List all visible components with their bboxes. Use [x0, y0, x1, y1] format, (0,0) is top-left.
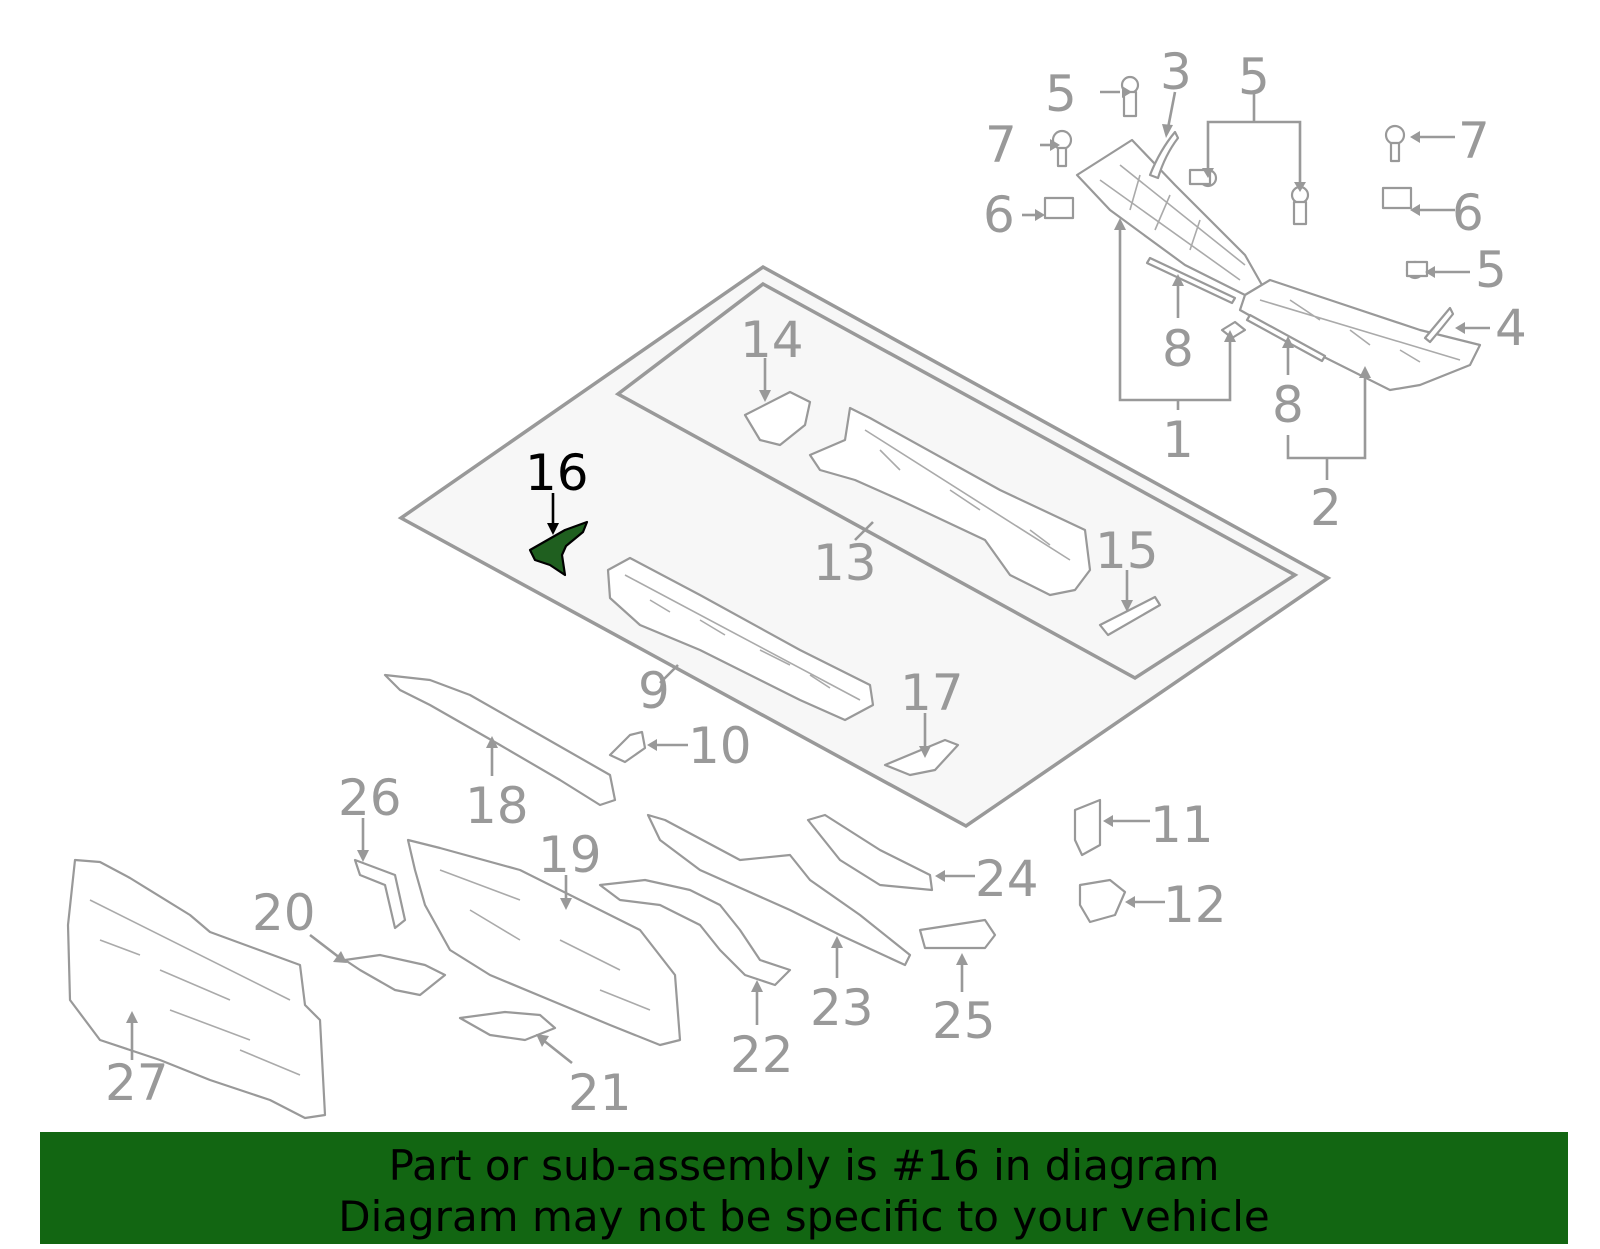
callout-8: 8 [1162, 320, 1194, 378]
callout-13: 13 [813, 534, 877, 592]
cowl-top-assembly [1043, 75, 1482, 392]
part-26-bracket [353, 858, 407, 930]
part-22-crossmember [598, 878, 792, 987]
callout-25: 25 [932, 992, 996, 1050]
banner-line-disclaimer: Diagram may not be specific to your vehi… [338, 1192, 1270, 1241]
part-15-bracket [1098, 595, 1162, 637]
part-5-clip-d [1405, 260, 1429, 280]
callout-21: 21 [568, 1064, 632, 1122]
part-18-reinforcement [383, 673, 617, 807]
callout-labels: 1 2 3 4 5 5 5 6 6 7 7 8 8 9 10 11 12 13 … [105, 43, 1527, 1122]
callout-17: 17 [900, 664, 964, 722]
callout-14: 14 [740, 311, 804, 369]
part-27-insulator [66, 858, 327, 1120]
callout-4: 4 [1495, 299, 1527, 357]
callout-15: 15 [1095, 522, 1159, 580]
callout-8: 8 [1272, 376, 1304, 434]
callout-7: 7 [985, 116, 1017, 174]
callout-20: 20 [252, 884, 316, 942]
callout-1: 1 [1162, 411, 1194, 469]
callout-24: 24 [975, 850, 1039, 908]
part-23-crossmember [646, 813, 912, 967]
part-5-clip-b [1188, 168, 1218, 188]
callout-6: 6 [1452, 184, 1484, 242]
part-1-clip [1220, 320, 1247, 340]
part-24-reinforcement [806, 813, 934, 892]
part-11-bracket [1073, 798, 1102, 857]
callout-6: 6 [983, 186, 1015, 244]
callout-9: 9 [638, 662, 670, 720]
callout-16: 16 [525, 444, 589, 502]
callout-12: 12 [1163, 876, 1227, 934]
callout-2: 2 [1310, 479, 1342, 537]
part-9-cowl-lower [606, 556, 875, 722]
leader-lines [126, 86, 1490, 1065]
part-7-bolt-left [1051, 129, 1073, 168]
callout-5: 5 [1475, 241, 1507, 299]
part-16-bracket [528, 520, 589, 577]
part-13-cowl-inner [808, 406, 1092, 597]
part-10-bracket [608, 730, 647, 764]
callout-23: 23 [810, 979, 874, 1037]
callout-26: 26 [338, 769, 402, 827]
callout-19: 19 [538, 826, 602, 884]
part-12-bracket [1078, 878, 1127, 924]
callout-7: 7 [1458, 112, 1490, 170]
callout-18: 18 [465, 777, 529, 835]
part-8-strip-left [1145, 256, 1237, 305]
banner-line-part: Part or sub-assembly is #16 in diagram [388, 1141, 1220, 1190]
part-3-seal [1148, 130, 1180, 180]
part-8-strip-right [1245, 313, 1327, 363]
callout-5: 5 [1045, 65, 1077, 123]
part-19-dash-panel [406, 838, 682, 1047]
callout-3: 3 [1160, 43, 1192, 101]
info-banner: Part or sub-assembly is #16 in diagram D… [40, 1132, 1568, 1244]
callout-10: 10 [688, 717, 752, 775]
assembly-panel [397, 264, 1332, 829]
part-7-bolt-right [1384, 124, 1406, 163]
part-21-bracket [458, 1010, 557, 1042]
callout-5: 5 [1238, 48, 1270, 106]
banner-text: Part or sub-assembly is #16 in diagram D… [40, 1140, 1568, 1242]
part-5-clip-c [1290, 185, 1310, 226]
part-20-bracket [343, 953, 447, 997]
part-6-nut-right [1381, 186, 1413, 210]
callout-27: 27 [105, 1054, 169, 1112]
part-25-bracket [918, 918, 997, 950]
part-6-nut-left [1043, 196, 1075, 220]
part-4-seal [1423, 306, 1455, 344]
callout-11: 11 [1150, 796, 1214, 854]
part-14-bracket [743, 390, 812, 447]
callout-22: 22 [730, 1026, 794, 1084]
part-17-bracket [883, 738, 960, 777]
